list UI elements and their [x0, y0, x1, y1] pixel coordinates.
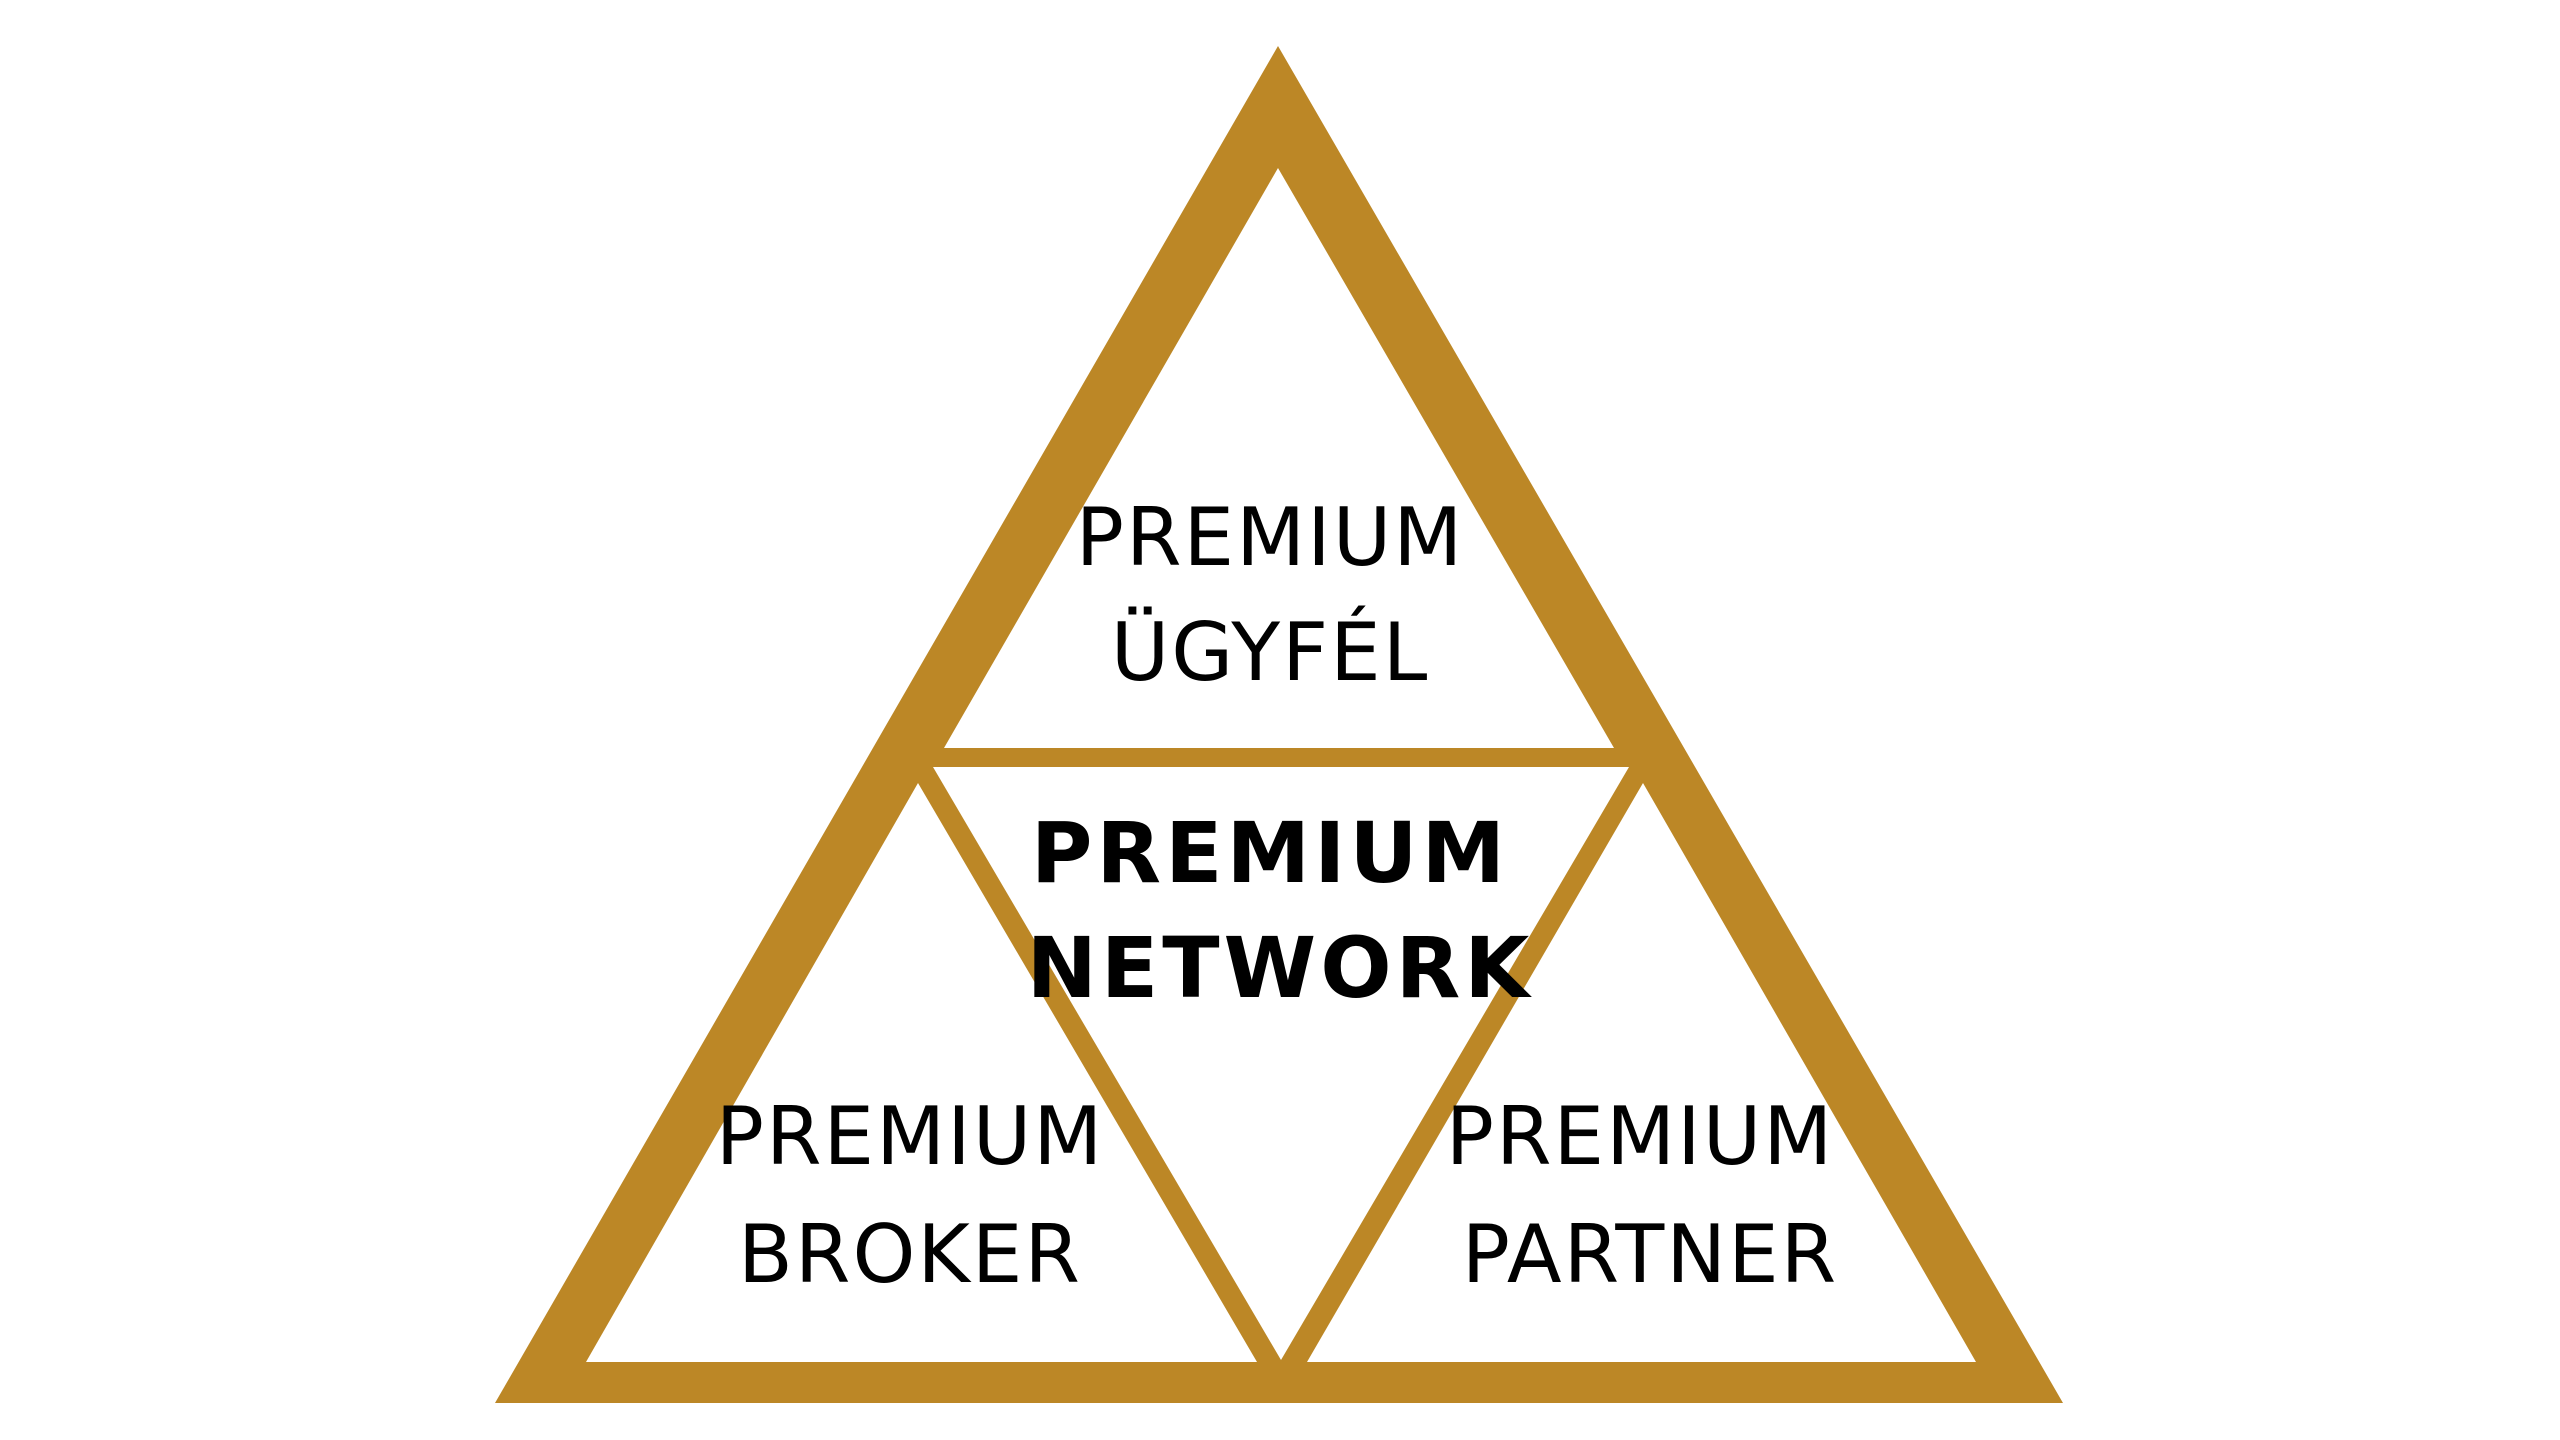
top-label-line1: PREMIUM — [1076, 491, 1465, 584]
left-label-line1: PREMIUM — [716, 1090, 1105, 1183]
right-section — [1307, 783, 1976, 1362]
center-label-line1: PREMIUM — [1031, 804, 1509, 902]
top-label-line2: ÜGYFÉL — [1111, 605, 1430, 699]
right-label-line1: PREMIUM — [1446, 1090, 1835, 1183]
center-label-line2: NETWORK — [1027, 919, 1534, 1017]
top-section — [944, 168, 1614, 748]
center-section — [933, 767, 1629, 1360]
left-label-line2: BROKER — [738, 1208, 1082, 1301]
right-label-line2: PARTNER — [1462, 1208, 1838, 1301]
left-section — [586, 783, 1257, 1362]
